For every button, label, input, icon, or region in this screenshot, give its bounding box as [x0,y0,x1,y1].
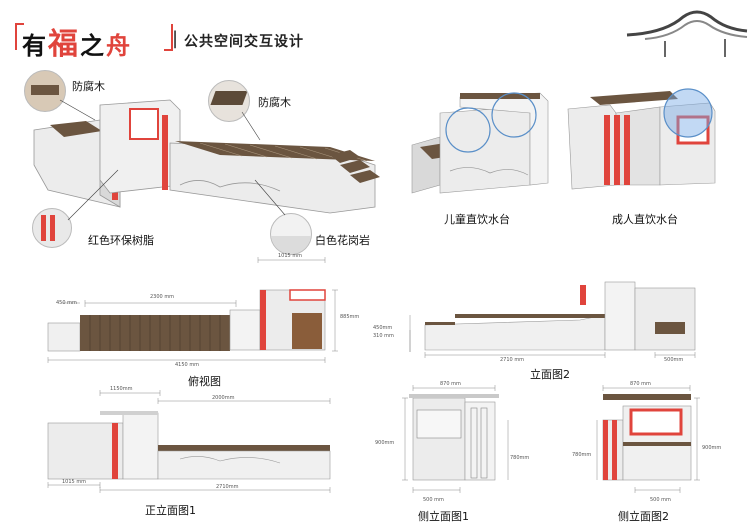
child-fountain-render [411,92,549,194]
front-dim-2710: 2710mm [216,484,239,490]
top-dim-450: 450 mm [56,300,77,306]
bench-3d-render [33,99,380,214]
elev2-dim-450: 450mm [373,325,393,331]
logo-char-3: 之 [80,32,106,60]
callout-label-granite: 白色花岗岩 [315,234,370,247]
top-dim-885: 885mm [340,314,360,320]
side1-dim-500: 500 mm [423,497,444,503]
elev2-dim-310: 310 mm [373,333,394,339]
callout-label-wood-right: 防腐木 [258,96,291,109]
top-view-caption: 俯视图 [188,375,221,388]
logo-char-4: 舟 [106,32,132,60]
elev2-dim-500: 500mm [664,357,684,363]
title-divider: | [172,28,179,49]
side-elevation-1-caption: 侧立面图1 [418,510,469,523]
top-dim-2300: 2300 mm [150,294,175,300]
front-elevation-caption: 正立面图1 [145,504,196,517]
callout-label-resin: 红色环保树脂 [88,234,154,247]
side-elevation-2-drawing [596,385,700,493]
roof-ornament-icon [626,10,748,57]
adult-fountain-label: 成人直饮水台 [612,213,678,226]
top-dim-1015: 1015 mm [278,253,303,259]
callout-wood-right [208,80,250,122]
page-title: 公共空间交互设计 [184,34,304,50]
callout-label-wood-left: 防腐木 [72,80,105,93]
side-elevation-1-drawing [402,385,509,493]
front-elevation-drawing [47,390,331,493]
side2-dim-780: 780mm [572,452,592,458]
callout-granite [270,213,312,255]
front-dim-2000: 2000mm [212,395,235,401]
adult-fountain-render [567,88,716,190]
callout-resin [32,208,72,248]
side1-dim-870: 870 mm [440,381,461,387]
callout-wood-left [24,70,66,112]
elev2-dim-2710: 2710 mm [500,357,525,363]
side2-dim-900: 900mm [702,445,722,451]
elevation-2-drawing [409,281,696,358]
child-fountain-label: 儿童直饮水台 [444,213,510,226]
top-dim-4150: 4150 mm [175,362,200,368]
logo-char-2: 福 [48,27,80,62]
side2-dim-500: 500 mm [650,497,671,503]
logo-char-1: 有 [22,32,48,60]
side-elevation-2-caption: 侧立面图2 [618,510,669,523]
logo-frame [15,23,173,51]
side1-dim-900: 900mm [375,440,395,446]
front-dim-1150: 1150mm [110,386,133,392]
side1-dim-780: 780mm [510,455,530,461]
side2-dim-870: 870 mm [630,381,651,387]
top-view-drawing [47,257,338,363]
elevation-2-caption: 立面图2 [530,368,570,381]
front-dim-1015: 1015 mm [62,479,87,485]
